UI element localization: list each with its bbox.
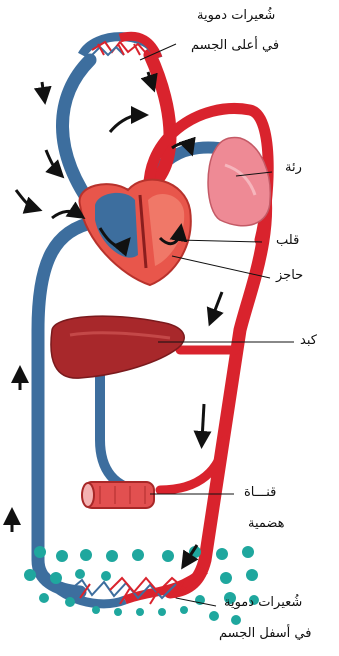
flow-arrow-icon bbox=[202, 404, 204, 440]
label-digestive-tract-1: قنـــاة bbox=[244, 485, 276, 500]
heart bbox=[80, 180, 191, 285]
flow-arrow-icon bbox=[52, 211, 78, 218]
flow-arrow-icon bbox=[16, 190, 34, 208]
label-lower-capillaries-1: شُعيرات دموية bbox=[224, 595, 302, 610]
label-upper-capillaries-2: في أعلى الجسم bbox=[191, 38, 279, 53]
digestive-tract bbox=[82, 482, 154, 508]
flow-arrow-icon bbox=[110, 115, 140, 132]
flow-arrow-icon bbox=[46, 150, 58, 172]
liver bbox=[51, 316, 184, 378]
label-lung: رئة bbox=[285, 160, 302, 175]
label-liver: كبد bbox=[300, 333, 317, 348]
label-digestive-tract-2: هضمية bbox=[248, 516, 285, 531]
flow-arrow-icon bbox=[212, 292, 222, 318]
label-septum: حاجز bbox=[276, 268, 303, 283]
label-heart: قلب bbox=[276, 233, 299, 248]
lung bbox=[208, 138, 270, 226]
flow-arrow-icon bbox=[42, 82, 44, 96]
label-lower-capillaries-2: في أسفل الجسم bbox=[219, 626, 311, 641]
label-upper-capillaries-1: شُعيرات دموية bbox=[197, 8, 275, 23]
